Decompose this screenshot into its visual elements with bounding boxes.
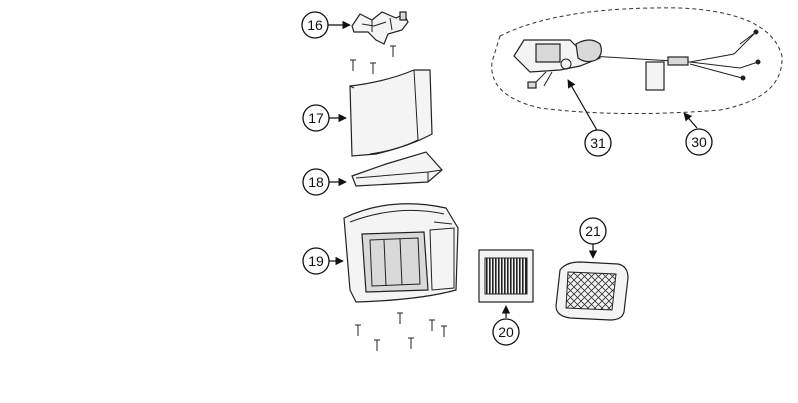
part-21-grille — [555, 261, 629, 321]
callout-19-label: 19 — [308, 253, 324, 269]
callout-31: 31 — [584, 129, 612, 157]
callout-21-label: 21 — [585, 223, 601, 239]
part-18-tray — [351, 151, 443, 187]
callout-17: 17 — [302, 104, 330, 132]
callout-18-label: 18 — [308, 174, 324, 190]
callout-30-label: 30 — [691, 134, 707, 150]
part-17-curved-panel — [349, 69, 433, 157]
callout-17-label: 17 — [308, 110, 324, 126]
part-19-screws — [355, 312, 447, 351]
part-30-cable-assembly — [491, 7, 783, 115]
part-19-housing — [343, 203, 459, 303]
callout-16-label: 16 — [307, 17, 323, 33]
callout-18: 18 — [302, 168, 330, 196]
callout-21: 21 — [579, 217, 607, 245]
callout-30: 30 — [685, 128, 713, 156]
callout-31-label: 31 — [590, 135, 606, 151]
callout-19: 19 — [302, 247, 330, 275]
leader-lines — [328, 20, 698, 318]
part-16-bracket — [351, 11, 409, 45]
callout-20: 20 — [492, 318, 520, 346]
part-31-motor — [513, 39, 602, 89]
callout-20-label: 20 — [498, 324, 514, 340]
callout-16: 16 — [301, 11, 329, 39]
part-20-filter — [478, 249, 534, 303]
part-16-screws — [350, 45, 396, 74]
